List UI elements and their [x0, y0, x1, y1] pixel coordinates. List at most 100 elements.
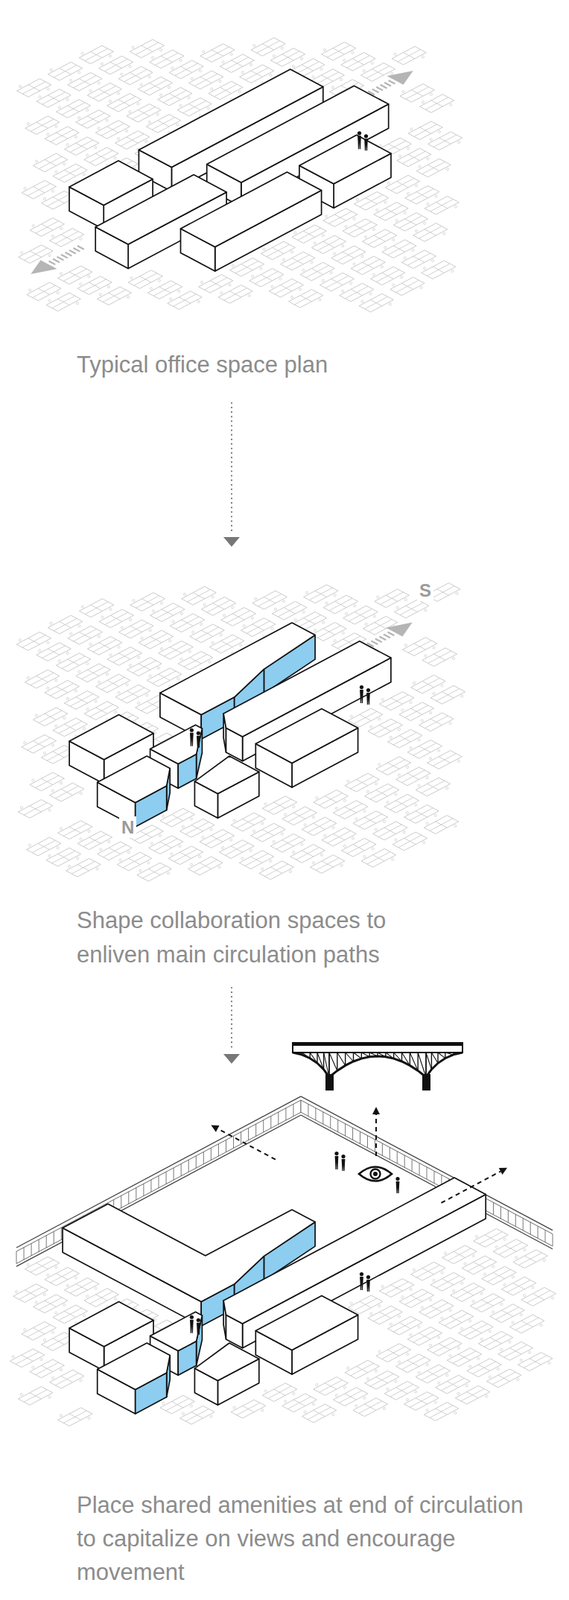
chair [66, 651, 69, 654]
person-figure [359, 1272, 364, 1290]
desk-divider [426, 263, 450, 276]
desk-pod [301, 817, 337, 836]
desk-pod [419, 712, 455, 732]
chair [412, 681, 415, 684]
desk-pod [239, 850, 275, 870]
chair [160, 601, 163, 605]
chair [417, 1325, 421, 1328]
desk-pod [17, 1386, 53, 1406]
desk-pod [221, 607, 257, 627]
desk-divider [163, 643, 187, 656]
chair [78, 624, 81, 628]
desk-divider [256, 40, 281, 53]
chair [437, 749, 441, 752]
desk-pod [262, 1383, 298, 1402]
chair [298, 288, 301, 291]
desk-divider [50, 1269, 74, 1282]
chair [404, 644, 407, 647]
chair [28, 843, 31, 847]
desk-divider [405, 1292, 429, 1305]
truss-diagonal [337, 1052, 346, 1066]
chair [370, 61, 374, 65]
desk-divider [224, 288, 248, 301]
chair [51, 1376, 54, 1379]
chair [376, 208, 379, 211]
chair [203, 603, 206, 606]
desk-divider [344, 285, 368, 298]
desk-pod [17, 799, 53, 819]
desk-pod [311, 235, 346, 254]
desk-divider [315, 72, 339, 85]
chair [406, 146, 409, 149]
chair [169, 639, 172, 642]
block-top [255, 708, 358, 763]
desk-pod [404, 805, 440, 824]
desk-pod [250, 822, 286, 842]
person-body [366, 692, 371, 705]
arrow-stripe [383, 634, 391, 639]
desk-pod [252, 590, 288, 610]
desk-pod [347, 1295, 383, 1314]
chair [105, 119, 108, 122]
chair [343, 1386, 346, 1389]
desk-divider [183, 100, 207, 113]
chair [248, 294, 251, 297]
chair [181, 1412, 184, 1415]
desk-pod [405, 185, 440, 205]
chair [395, 219, 398, 222]
chair [396, 606, 399, 609]
desk-pod [343, 605, 379, 625]
desk-pod [77, 276, 112, 295]
eye-pupil [373, 1171, 378, 1176]
mullion [135, 1187, 137, 1200]
chair [417, 784, 421, 787]
desk-divider [336, 248, 360, 261]
desk-pod [21, 1321, 57, 1340]
arrow-stripe [49, 260, 56, 265]
desk-divider [38, 1297, 62, 1310]
desk-divider [154, 838, 178, 851]
desk-divider [23, 1389, 47, 1402]
desk-divider [358, 814, 383, 826]
chair [79, 792, 82, 795]
chair [461, 1281, 464, 1284]
mullion [38, 1239, 40, 1252]
chair [394, 793, 397, 796]
desk-pod [301, 1403, 337, 1423]
chair [325, 601, 328, 605]
dashed-line [440, 1171, 501, 1203]
mullion [195, 1155, 197, 1168]
desk-pod [47, 61, 82, 81]
chair [414, 803, 418, 806]
desk-pod [32, 707, 68, 727]
desk-divider [93, 639, 117, 652]
desk-pod [55, 99, 91, 119]
desk-divider [90, 1291, 114, 1304]
chair [341, 289, 345, 292]
desk-pod [342, 218, 377, 238]
desk-divider [142, 865, 167, 878]
desk-pod [18, 245, 53, 264]
chair [189, 817, 193, 820]
desk-divider [359, 195, 383, 208]
desk-divider [55, 1372, 79, 1385]
desk-pod [137, 76, 173, 96]
chair [20, 1392, 23, 1395]
chair [38, 649, 41, 652]
desk-pod [513, 1249, 549, 1269]
desk-pod [149, 49, 184, 69]
chair [43, 197, 46, 200]
chair [312, 75, 315, 79]
chair [402, 830, 406, 833]
chair [211, 641, 214, 644]
desk-divider [405, 87, 429, 100]
bridge-arch [329, 1056, 427, 1077]
chair [437, 1381, 441, 1384]
chair [23, 186, 27, 190]
desk-pod [169, 613, 205, 633]
chair [457, 1346, 460, 1349]
chair [48, 808, 51, 812]
desk-divider [326, 45, 351, 58]
chair [82, 173, 85, 176]
mullion [545, 1229, 546, 1242]
